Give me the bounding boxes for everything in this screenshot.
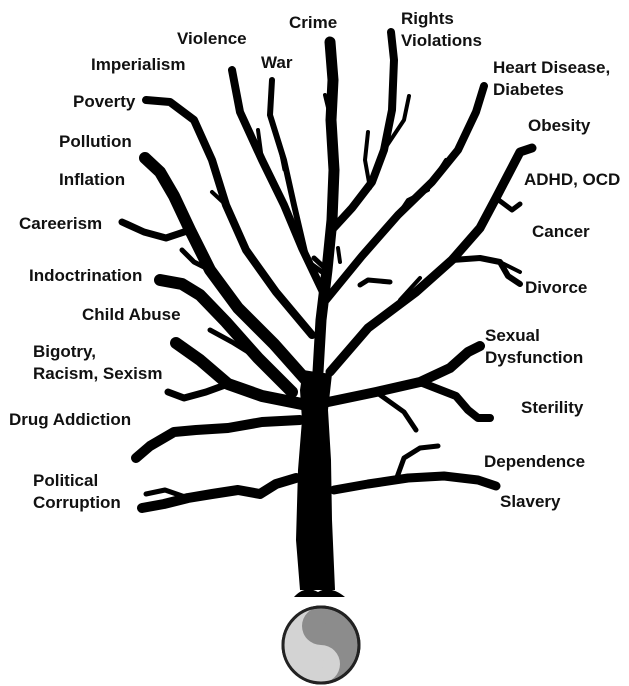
- label-inflation: Inflation: [59, 169, 125, 191]
- label-rights-violations-line1: Rights: [401, 8, 482, 30]
- label-slavery: Slavery: [500, 491, 561, 513]
- label-sexual-dysfunction-line1: Sexual: [485, 325, 583, 347]
- label-political-corruption-line2: Corruption: [33, 492, 121, 514]
- label-bigotry-line2: Racism, Sexism: [33, 363, 162, 385]
- label-rights-violations: Rights Violations: [401, 8, 482, 52]
- label-crime: Crime: [289, 12, 337, 34]
- label-adhd-ocd: ADHD, OCD: [524, 169, 620, 191]
- label-careerism: Careerism: [19, 213, 102, 235]
- label-poverty: Poverty: [73, 91, 135, 113]
- label-indoctrination: Indoctrination: [29, 265, 142, 287]
- label-imperialism: Imperialism: [91, 54, 186, 76]
- label-heart-disease-line2: Diabetes: [493, 79, 610, 101]
- label-bigotry: Bigotry, Racism, Sexism: [33, 341, 162, 385]
- label-bigotry-line1: Bigotry,: [33, 341, 162, 363]
- label-cancer: Cancer: [532, 221, 590, 243]
- label-violence: Violence: [177, 28, 247, 50]
- label-dependence: Dependence: [484, 451, 585, 473]
- label-political-corruption: Political Corruption: [33, 470, 121, 514]
- label-sexual-dysfunction-line2: Dysfunction: [485, 347, 583, 369]
- label-sexual-dysfunction: Sexual Dysfunction: [485, 325, 583, 369]
- label-obesity: Obesity: [528, 115, 590, 137]
- label-heart-disease: Heart Disease, Diabetes: [493, 57, 610, 101]
- label-child-abuse: Child Abuse: [82, 304, 181, 326]
- label-pollution: Pollution: [59, 131, 132, 153]
- label-war: War: [261, 52, 293, 74]
- label-heart-disease-line1: Heart Disease,: [493, 57, 610, 79]
- label-divorce: Divorce: [525, 277, 587, 299]
- yin-yang-icon: [283, 607, 359, 683]
- label-political-corruption-line1: Political: [33, 470, 121, 492]
- label-rights-violations-line2: Violations: [401, 30, 482, 52]
- label-drug-addiction: Drug Addiction: [9, 409, 131, 431]
- label-sterility: Sterility: [521, 397, 583, 419]
